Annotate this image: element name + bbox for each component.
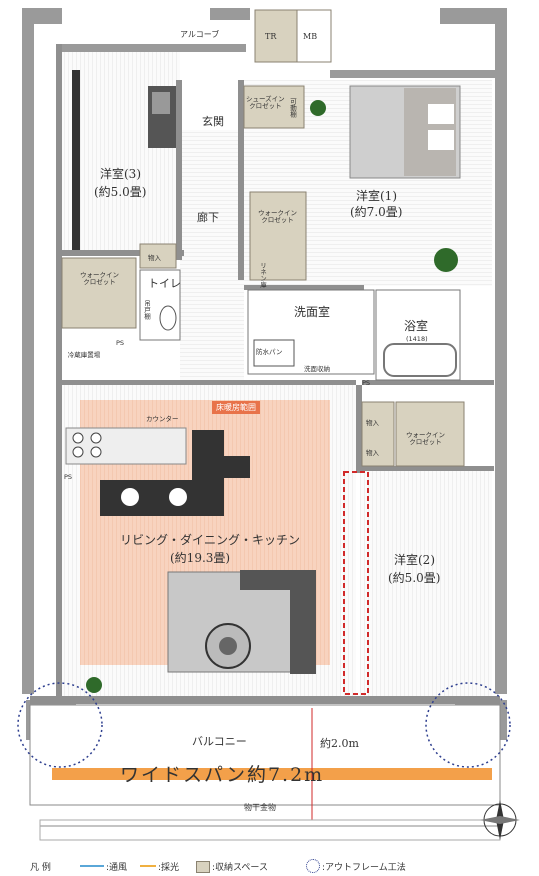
compass-icon	[480, 800, 520, 840]
wide-span-bar	[52, 768, 492, 780]
legend-ventilation: :通風	[106, 863, 128, 873]
hanging-shelf-label: 吊戸棚	[142, 300, 151, 320]
alcove-label: アルコーブ	[180, 30, 220, 39]
mb-box	[296, 9, 332, 63]
light-icon	[140, 865, 156, 867]
balcony-rail	[39, 819, 501, 841]
waterproof-pan-label: 防水パン	[256, 348, 283, 356]
hallway-label: 廊下	[197, 211, 219, 224]
western1-label: 洋室(1)	[356, 189, 397, 203]
storage-label-1: 物入	[148, 254, 161, 262]
walkin-closet-3-label: ウォークイン クロゼット	[80, 271, 119, 287]
walkin-closet-1-label: ウォークイン クロゼット	[258, 209, 297, 225]
storage-space-icon	[196, 861, 210, 873]
outframe-left-icon	[17, 682, 103, 768]
toilet-bowl	[159, 305, 177, 331]
plant-icon	[86, 100, 458, 693]
bathroom-label: 浴室	[404, 319, 429, 333]
waterproof-pan-box	[253, 339, 295, 367]
western2-label: 洋室(2)	[394, 553, 435, 567]
ps-label-2: PS	[362, 379, 371, 387]
floor-heating-label: 床暖房範囲	[212, 401, 260, 414]
tr-box	[254, 9, 298, 63]
ps-label-1: PS	[116, 339, 125, 347]
wash-storage-label: 洗面収納	[304, 365, 330, 373]
linen-label: リネン庫	[258, 262, 267, 288]
bath-size-label: (1418)	[406, 335, 428, 343]
ldk-label: リビング・ダイニング・キッチン	[120, 533, 301, 547]
legend: 凡 例 :通風 :採光 :収納スペース :アウトフレーム工法	[0, 856, 539, 876]
walkin-closet-2-label: ウォークイン クロゼット	[406, 431, 445, 447]
fridge-label: 冷蔵庫置場	[67, 351, 101, 359]
ps-label-3: PS	[64, 473, 73, 481]
clothes-pole-label: 物干金物	[244, 803, 276, 812]
living-set	[167, 570, 316, 674]
kitchen	[65, 427, 187, 465]
legend-light: :採光	[158, 863, 180, 873]
washroom-label: 洗面室	[294, 305, 331, 319]
legend-outframe: :アウトフレーム工法	[322, 863, 406, 873]
balcony-label: バルコニー	[192, 735, 247, 748]
legend-storage-space: :収納スペース	[212, 863, 268, 873]
balcony-area	[29, 704, 501, 806]
shoes-closet-label: シューズイン クロゼット	[246, 95, 285, 111]
hallway-floor	[180, 130, 244, 380]
interior-walls	[30, 44, 500, 704]
legend-title: 凡 例	[30, 863, 51, 873]
sliding-partition	[343, 471, 369, 695]
bed	[349, 85, 461, 179]
western2-floor	[360, 470, 492, 700]
shelf-movable-label: 可動棚	[288, 98, 297, 118]
dining-table	[100, 430, 250, 516]
western3-label: 洋室(3)	[100, 167, 141, 181]
counter-label: カウンター	[146, 415, 179, 423]
depth-label: 約2.0m	[320, 737, 359, 750]
desk	[72, 70, 176, 250]
tr-label: TR	[265, 32, 277, 41]
western1-size: (約7.0畳)	[350, 205, 403, 219]
ldk-size: (約19.3畳)	[170, 551, 231, 565]
ventilation-icon	[80, 865, 104, 867]
toilet-label: トイレ	[148, 277, 181, 290]
wide-span-label: ワイドスパン約7.2m	[120, 764, 325, 786]
outframe-icon	[306, 859, 320, 873]
outframe-right-icon	[425, 682, 511, 768]
mb-label: MB	[303, 32, 318, 41]
bathtub	[383, 343, 457, 377]
entrance-label: 玄関	[202, 115, 224, 128]
western3-size: (約5.0畳)	[94, 185, 147, 199]
western2-size: (約5.0畳)	[388, 571, 441, 585]
storage-label-2: 物入	[366, 419, 379, 427]
toilet-area	[139, 269, 181, 341]
storage-label-3: 物入	[366, 449, 379, 457]
